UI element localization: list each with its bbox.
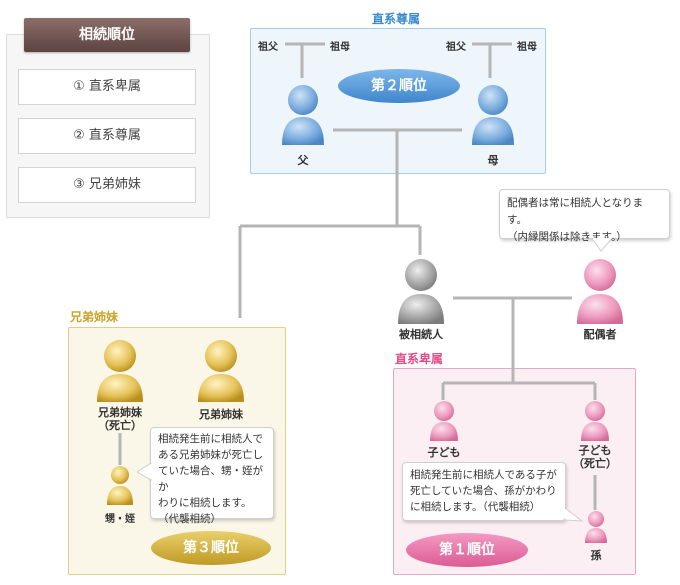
- child-deceased-label-line2: （死亡）: [573, 457, 617, 470]
- grandmother-right-label: 祖母: [517, 42, 537, 53]
- spouse-label: 配偶者: [583, 328, 617, 341]
- person-icon: [430, 401, 458, 441]
- sibling-label: 兄弟姉妹: [199, 408, 243, 421]
- grandfather-left-label: 祖父: [258, 42, 278, 53]
- ascendants-title: 直系尊属: [372, 12, 421, 26]
- person-icon: [107, 466, 133, 505]
- child-deceased-label: 子ども （死亡）: [570, 444, 620, 470]
- rank-1-badge: [406, 533, 528, 567]
- person-icon: [577, 259, 623, 324]
- person-icon: [581, 401, 609, 441]
- rank-2-badge-label: 第２順位: [371, 78, 427, 94]
- sibling-note-line: ある兄弟姉妹が死亡し: [158, 449, 263, 461]
- sibling-note-line: 相続発生前に相続人で: [158, 433, 263, 445]
- spouse-note-line1: 配偶者は常に相続人となります。: [507, 197, 644, 226]
- grandmother-left-label: 祖母: [330, 42, 350, 53]
- descendants-title: 直系卑属: [395, 352, 444, 366]
- child-label: 子ども: [427, 446, 461, 459]
- descendant-note-line: 死亡していた場合、孫がかわり: [410, 485, 557, 497]
- person-icon: [472, 85, 514, 145]
- descendant-note-line: に相続します。（代襲相続）: [410, 501, 541, 513]
- sibling-deceased-label-line1: 兄弟姉妹: [98, 406, 142, 419]
- nephew-label: 甥・姪: [105, 514, 135, 525]
- descendant-note-bubble: 相続発生前に相続人である子が 死亡していた場合、孫がかわり に相続します。（代襲…: [402, 462, 566, 521]
- mother-label: 母: [487, 154, 499, 167]
- person-icon: [585, 511, 607, 543]
- sibling-note-line: わりに相続します。: [158, 497, 252, 509]
- sibling-note-bubble: 相続発生前に相続人で ある兄弟姉妹が死亡し ていた場合、甥・姪がか わりに相続し…: [150, 427, 274, 525]
- grandfather-right-label: 祖父: [446, 42, 466, 53]
- grandchild-label: 孫: [590, 549, 602, 562]
- spouse-note-line2: （内縁関係は除きます。）: [507, 231, 627, 243]
- father-label: 父: [297, 154, 309, 167]
- sibling-note-line: （代襲相続）: [158, 513, 221, 525]
- rank-3-badge: [151, 531, 271, 565]
- legend-title: 相続順位: [24, 18, 190, 52]
- descendant-note-pointer: [565, 508, 583, 522]
- child-deceased-label-line1: 子ども: [578, 444, 612, 457]
- rank-1-badge-label: 第１順位: [439, 542, 495, 558]
- sibling-deceased-label: 兄弟姉妹 （死亡）: [90, 406, 150, 432]
- sibling-note-line: ていた場合、甥・姪がか: [158, 465, 263, 493]
- legend-item-ascendants: ② 直系尊属: [18, 118, 196, 154]
- person-icon: [198, 340, 244, 402]
- legend-item-siblings: ③ 兄弟姉妹: [18, 167, 196, 203]
- descendant-note-line: 相続発生前に相続人である子が: [410, 469, 557, 481]
- person-icon: [398, 259, 444, 324]
- sibling-note-pointer: [137, 463, 152, 481]
- person-icon: [97, 340, 143, 402]
- legend-item-descendants: ① 直系卑属: [18, 69, 196, 105]
- deceased-label: 被相続人: [399, 328, 443, 341]
- rank-3-badge-label: 第３順位: [183, 540, 239, 556]
- spouse-note-bubble: 配偶者は常に相続人となります。 （内縁関係は除きます。）: [499, 189, 670, 243]
- spouse-note-pointer: [592, 238, 612, 252]
- person-icon: [282, 85, 324, 145]
- rank-2-badge: [338, 69, 460, 103]
- siblings-title: 兄弟姉妹: [70, 310, 119, 324]
- sibling-deceased-label-line2: （死亡）: [98, 419, 142, 432]
